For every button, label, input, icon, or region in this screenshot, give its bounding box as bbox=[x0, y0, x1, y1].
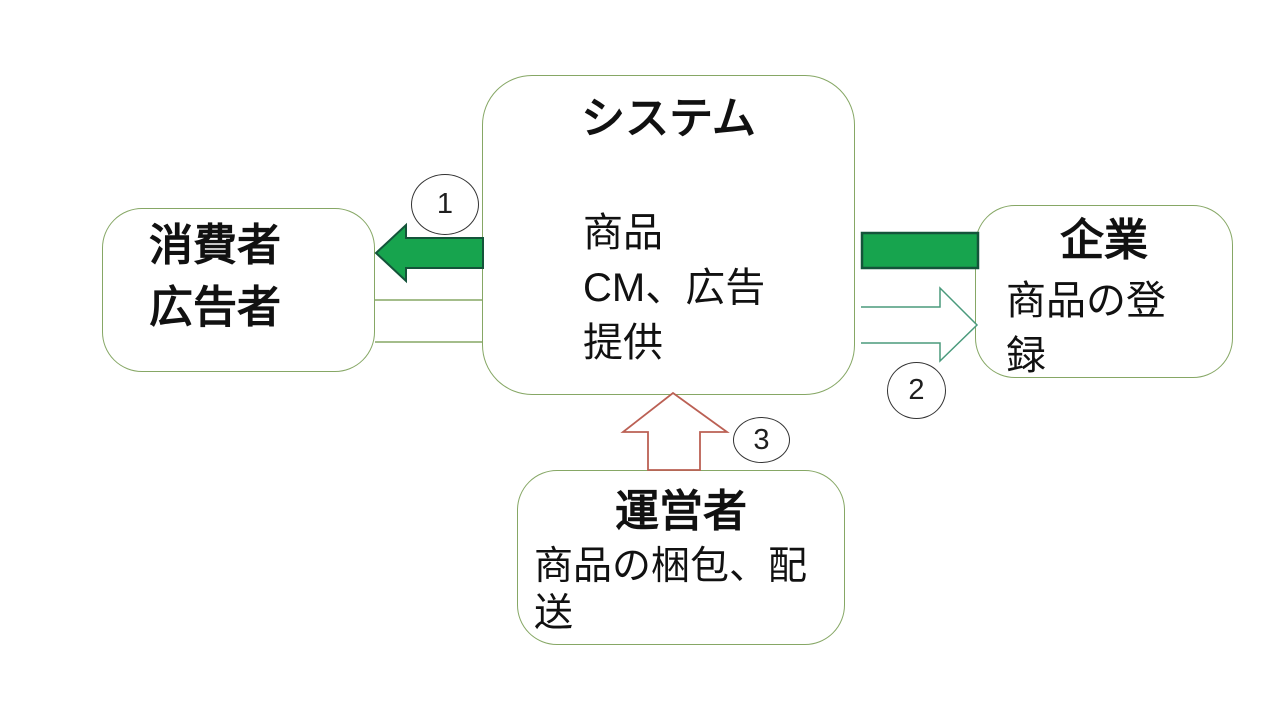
solid-green-arrow-left-icon bbox=[374, 222, 484, 284]
node-consumer-advertiser: 消費者 広告者 bbox=[102, 208, 375, 372]
consumer-titles: 消費者 広告者 bbox=[103, 209, 374, 339]
step-badge-1: 1 bbox=[411, 174, 479, 235]
system-body-line: CM、広告 bbox=[583, 266, 766, 310]
step-badge-3-label: 3 bbox=[753, 423, 770, 456]
solid-green-bar-icon bbox=[860, 231, 980, 270]
consumer-title-line: 消費者 bbox=[149, 221, 281, 270]
step-badge-2: 2 bbox=[887, 362, 946, 419]
outlined-red-arrow-up-icon bbox=[620, 391, 730, 471]
operator-body: 商品の梱包、配送 bbox=[534, 545, 808, 635]
step-badge-1-label: 1 bbox=[436, 188, 454, 220]
node-system: システム 商品 CM、広告 提供 bbox=[482, 75, 855, 395]
operator-title: 運営者 bbox=[615, 487, 747, 536]
consumer-title-line: 広告者 bbox=[149, 283, 281, 332]
company-title: 企業 bbox=[1060, 216, 1148, 265]
step-badge-3: 3 bbox=[733, 417, 790, 463]
company-body: 商品の登録 bbox=[1006, 279, 1166, 378]
outlined-green-arrow-right-icon bbox=[861, 286, 979, 363]
system-title: システム bbox=[581, 94, 756, 143]
system-body: 商品 CM、広告 提供 bbox=[583, 206, 844, 371]
step-badge-2-label: 2 bbox=[908, 374, 925, 406]
system-body-line: 提供 bbox=[583, 321, 663, 365]
node-company: 企業 商品の登録 bbox=[975, 205, 1233, 378]
system-body-line: 商品 bbox=[583, 211, 663, 255]
node-operator: 運営者 商品の梱包、配送 bbox=[517, 470, 845, 645]
